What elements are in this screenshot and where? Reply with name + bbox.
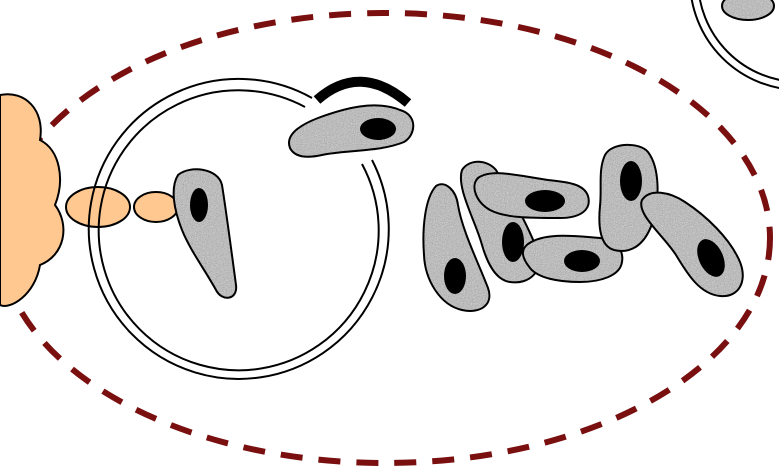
nucleus bbox=[564, 250, 600, 272]
dashed-boundary bbox=[0, 13, 770, 463]
enclosed-cell bbox=[174, 169, 237, 298]
nucleus bbox=[502, 222, 524, 262]
escaping-cell bbox=[289, 105, 413, 156]
corner-ring bbox=[690, 0, 779, 90]
nucleus bbox=[525, 190, 565, 212]
droplet-medium bbox=[134, 192, 178, 222]
cluster-cell bbox=[641, 193, 743, 297]
nucleus bbox=[444, 258, 466, 294]
nucleus bbox=[360, 118, 396, 140]
cell-cluster bbox=[423, 145, 742, 311]
nucleus bbox=[620, 161, 642, 201]
cluster-cell bbox=[474, 173, 588, 218]
nucleus bbox=[190, 188, 208, 222]
opening-arc bbox=[317, 82, 408, 103]
